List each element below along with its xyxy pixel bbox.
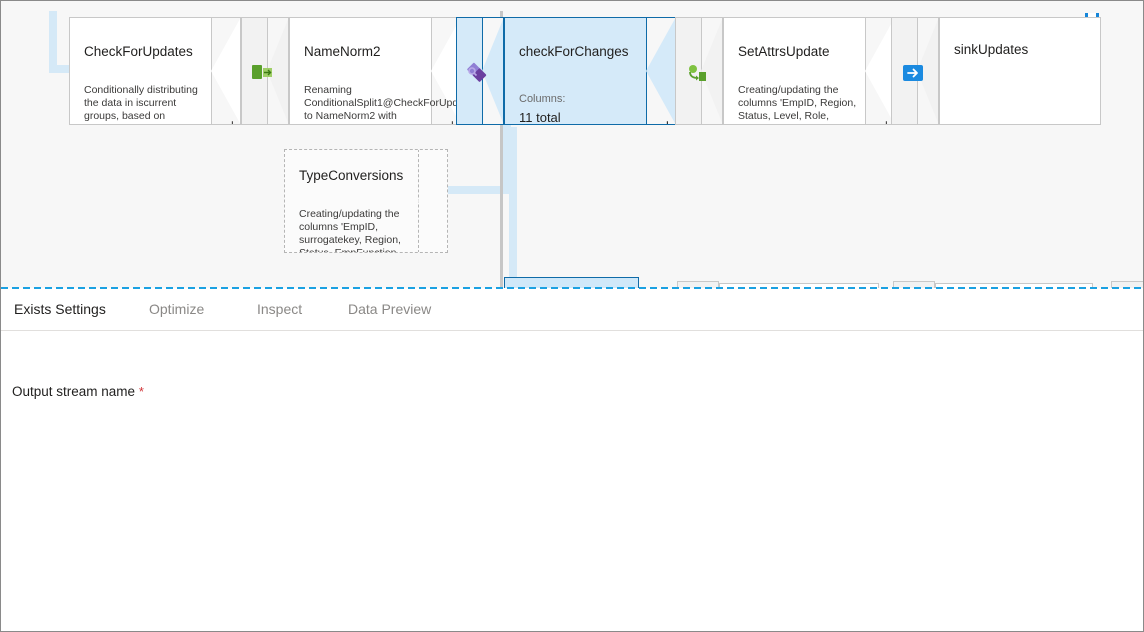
output-stream-name-label-text: Output stream name <box>12 384 136 399</box>
node-add-button[interactable]: + <box>882 118 891 124</box>
node-columns-label: Columns: <box>519 93 566 105</box>
tab-exists-settings[interactable]: Exists Settings <box>14 301 106 317</box>
node-title: CheckForUpdates <box>84 44 193 59</box>
chevron-notch <box>211 18 240 124</box>
node-title: TypeConversions <box>299 168 404 183</box>
transform-icon-tile-derive <box>241 17 289 125</box>
node-title: checkForChanges <box>519 44 629 59</box>
chevron-notch <box>646 18 675 124</box>
pipe-typeconversions-out <box>445 186 511 194</box>
node-description: Renaming ConditionalSplit1@CheckForUpdat… <box>304 84 461 124</box>
node-description: Creating/updating the columns 'EmpID, su… <box>299 208 401 253</box>
sink-icon <box>903 65 923 81</box>
tab-data-preview[interactable]: Data Preview <box>348 301 432 317</box>
flow-node-typeconversions[interactable]: TypeConversions Creating/updating the co… <box>284 149 448 253</box>
required-marker: * <box>138 384 144 399</box>
alter-row-icon <box>689 65 706 81</box>
settings-panel: Exists Settings Optimize Inspect Data Pr… <box>1 290 1143 631</box>
transform-icon-tile-sink <box>891 17 939 125</box>
node-add-button[interactable]: + <box>228 118 237 124</box>
flow-canvas[interactable]: CheckForUpdates Conditionally distributi… <box>1 1 1143 288</box>
node-add-button[interactable]: + <box>448 118 457 124</box>
tab-optimize[interactable]: Optimize <box>149 301 205 317</box>
pipe-left-entry <box>49 11 57 73</box>
tab-inspect[interactable]: Inspect <box>257 301 303 317</box>
panel-tab-bar: Exists Settings Optimize Inspect Data Pr… <box>1 290 1143 331</box>
flow-tile-row2-stub-3 <box>1111 281 1143 288</box>
node-columns-value: 11 total <box>519 110 561 125</box>
flow-node-namenorm2[interactable]: NameNorm2 Renaming ConditionalSplit1@Che… <box>289 17 461 125</box>
flow-node-setattrsupdate[interactable]: SetAttrsUpdate Creating/updating the col… <box>723 17 895 125</box>
node-description: Conditionally distributing the data in i… <box>84 84 198 124</box>
chevron-notch <box>418 150 447 252</box>
flow-node-checkforupdates[interactable]: CheckForUpdates Conditionally distributi… <box>69 17 241 125</box>
flow-node-sinkupdates[interactable]: sinkUpdates <box>939 17 1101 125</box>
flow-node-row2-stub-2[interactable] <box>935 283 1093 288</box>
flow-node-checkforchanges[interactable]: checkForChanges Columns: 11 total + <box>504 17 676 125</box>
transform-icon-tile-alterrow <box>675 17 723 125</box>
flow-tile-row2-stub-1 <box>677 281 719 288</box>
node-title: SetAttrsUpdate <box>738 44 830 59</box>
pipe-typeconversions-up <box>503 119 511 193</box>
panel-splitter[interactable] <box>1 287 1143 289</box>
node-add-button[interactable]: + <box>663 118 672 124</box>
lane-divider <box>500 11 503 288</box>
node-title: NameNorm2 <box>304 44 381 59</box>
derived-column-icon <box>252 65 272 79</box>
exists-transform-icon <box>467 62 487 82</box>
flow-node-row2-selected-stub[interactable] <box>504 277 639 288</box>
flow-tile-row2-stub-2 <box>893 281 935 288</box>
node-title: sinkUpdates <box>954 42 1029 57</box>
pipe-checkforchanges-down <box>509 127 517 288</box>
node-description: Creating/updating the columns 'EmpID, Re… <box>738 84 857 124</box>
transform-icon-tile-exists <box>456 17 504 125</box>
output-stream-name-label: Output stream name * <box>12 384 144 399</box>
flow-node-row2-stub-1[interactable] <box>719 283 879 288</box>
pipe-left-entry-h <box>49 65 79 73</box>
